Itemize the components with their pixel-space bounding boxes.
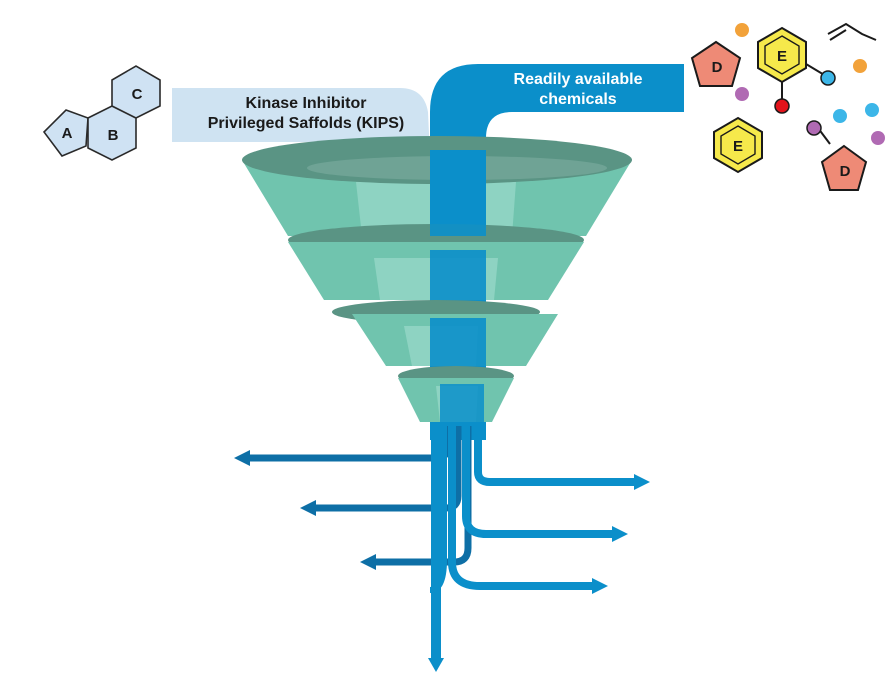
kips-input-band: [172, 88, 432, 200]
chemicals-label: Readily available chemicals: [498, 70, 658, 110]
chemicals-label-line-2: chemicals: [539, 91, 617, 108]
ring-a-label: A: [62, 125, 73, 142]
kips-label: Kinase Inhibitor Privileged Saffolds (KI…: [186, 94, 426, 134]
ring-e-hexagon-1: [757, 26, 807, 84]
arrow-left-3: [360, 554, 376, 570]
output-streams: [248, 426, 636, 660]
ring-e-label-1: E: [777, 48, 787, 65]
arrowheads: [234, 450, 650, 672]
output-right-1: [474, 426, 636, 486]
output-right-3: [448, 426, 594, 590]
dot-cyan-1: [820, 70, 836, 86]
dot-red-1: [774, 98, 790, 114]
ring-d-label-2: D: [840, 163, 851, 180]
chemicals-label-line-1: Readily available: [513, 71, 643, 88]
ring-d-pentagon-1: [690, 40, 742, 87]
output-left-1: [248, 426, 452, 462]
dot-cyan-3: [865, 103, 879, 117]
arrow-left-2: [300, 500, 316, 516]
ring-c-label: C: [132, 86, 143, 103]
kips-scaffold: [42, 65, 161, 161]
dot-cyan-2: [833, 109, 847, 123]
ring-d-pentagon-2: [820, 144, 868, 191]
dot-orange-2: [853, 59, 867, 73]
kips-label-line-1: Kinase Inhibitor: [245, 95, 367, 112]
ring-c-hexagon: [111, 65, 161, 119]
dot-purple-3: [871, 131, 885, 145]
stream-bands: [430, 186, 486, 422]
dot-purple-1: [735, 87, 749, 101]
ring-e-label-2: E: [733, 138, 743, 155]
ring-d-label-1: D: [712, 59, 723, 76]
arrow-right-3: [592, 578, 608, 594]
ring-e-hexagon-2: [713, 116, 763, 174]
dot-purple-2: [806, 120, 822, 136]
arrow-left-1: [234, 450, 250, 466]
arrow-down: [428, 658, 444, 672]
kips-label-line-2: Privileged Saffolds (KIPS): [207, 115, 405, 132]
chemicals-cluster: [690, 22, 885, 191]
dot-orange-1: [735, 23, 749, 37]
output-right-2: [462, 426, 614, 538]
arrow-right-1: [634, 474, 650, 490]
ring-a-pentagon: [42, 109, 89, 157]
arrow-right-2: [612, 526, 628, 542]
ring-b-label: B: [108, 127, 119, 144]
